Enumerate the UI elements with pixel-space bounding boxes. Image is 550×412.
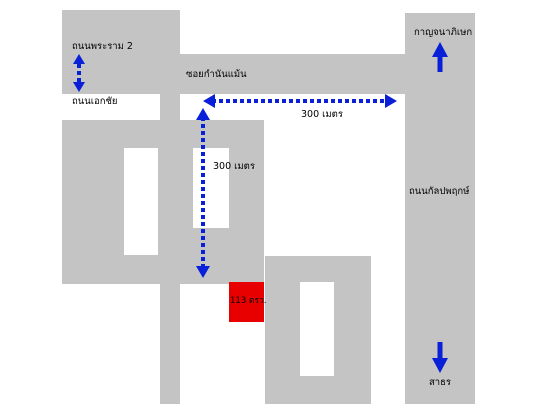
label-distance-horizontal: 300 เมตร — [301, 109, 343, 120]
white-gap-left-lower — [62, 284, 160, 404]
kalapaphruek-road — [405, 13, 475, 404]
target-plot — [229, 282, 264, 322]
label-rama2-road: ถนนพระราม 2 — [72, 41, 133, 52]
label-distance-vertical: 300 เมตร — [213, 161, 255, 172]
arrow-left-icon — [203, 94, 215, 108]
arrow-up-small-icon — [73, 54, 85, 64]
vertical-connector-road — [160, 94, 180, 404]
white-gap-left — [62, 94, 160, 120]
white-gap-right-lower — [371, 256, 405, 404]
arrow-down-small-icon — [73, 82, 85, 92]
lot-left-inner — [124, 148, 158, 255]
kanchanaphisek-arrow-icon — [432, 42, 448, 57]
kanchanaphisek-arrow-shaft — [437, 56, 443, 72]
white-gap-top-middle — [180, 94, 405, 120]
arrow-up-icon — [196, 108, 210, 120]
sathon-arrow-shaft — [437, 342, 443, 360]
label-soi-kamnan-maen: ซอยกำนันแม้น — [186, 69, 247, 80]
label-ekachai-road: ถนนเอกชัย — [72, 96, 117, 107]
arrow-right-icon — [385, 94, 397, 108]
label-sathon: สาธร — [429, 377, 451, 388]
arrow-down-icon — [196, 266, 210, 278]
label-kalapaphruek-road: ถนนกัลปพฤกษ์ — [409, 185, 470, 197]
white-gap-right-middle — [264, 120, 405, 256]
lot-right-inner — [300, 282, 334, 376]
lot-center-inner — [193, 148, 229, 228]
label-kanchanaphisek: กาญจนาภิเษก — [414, 27, 472, 38]
sathon-arrow-icon — [432, 358, 448, 373]
label-plot-size: 113 ตรว. — [230, 296, 267, 306]
